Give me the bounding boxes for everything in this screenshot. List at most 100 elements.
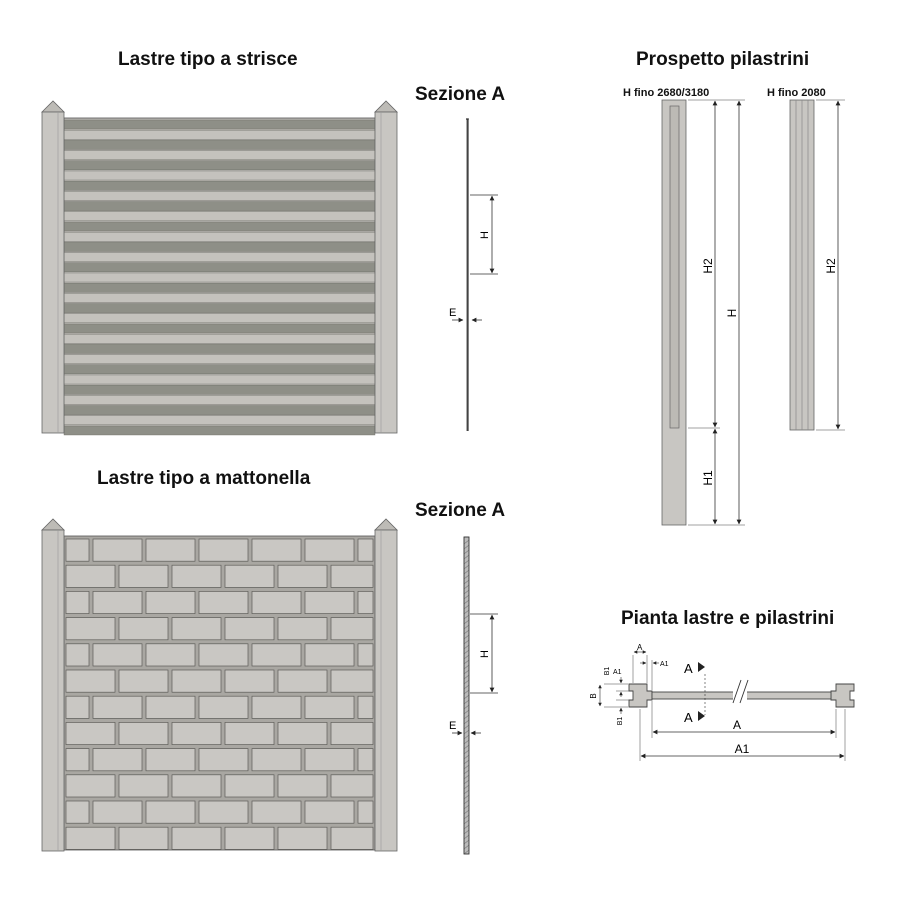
brick bbox=[145, 538, 196, 562]
hatch-line bbox=[463, 809, 470, 815]
dim-h1: H1 bbox=[701, 470, 715, 486]
hatch-line bbox=[463, 629, 470, 635]
brick bbox=[198, 800, 249, 824]
brick bbox=[145, 800, 196, 824]
hatch-line bbox=[463, 689, 470, 695]
plan-dim-b1-bottom: B1 bbox=[617, 717, 624, 726]
hatch-line bbox=[463, 579, 470, 585]
stripe bbox=[63, 119, 376, 130]
hatch-line bbox=[463, 639, 470, 645]
stripe bbox=[63, 364, 376, 374]
stripe bbox=[63, 303, 376, 313]
stripe bbox=[63, 395, 376, 405]
brick bbox=[145, 591, 196, 614]
hatch-line bbox=[463, 699, 470, 705]
plan-dim-b1-top: B1 bbox=[604, 667, 611, 676]
section-hatch-bottom bbox=[463, 539, 470, 855]
post-elevation-tall: H2 H1 H bbox=[661, 99, 745, 526]
stripe bbox=[63, 374, 376, 385]
title-lastre-strisce: Lastre tipo a strisce bbox=[118, 49, 298, 70]
plan-dim-a-small: A bbox=[637, 643, 643, 652]
brick bbox=[251, 538, 302, 562]
brick bbox=[330, 617, 374, 641]
section-profile-bottom bbox=[463, 536, 470, 855]
hatch-line bbox=[463, 734, 470, 740]
hatch-line bbox=[463, 849, 470, 855]
brick bbox=[224, 774, 275, 798]
brick bbox=[92, 748, 143, 772]
hatch-line bbox=[463, 559, 470, 565]
stripe bbox=[63, 334, 376, 344]
brick bbox=[198, 591, 249, 614]
brick bbox=[330, 774, 374, 798]
hatch-line bbox=[463, 724, 470, 730]
hatch-line bbox=[463, 574, 470, 580]
hatch-line bbox=[463, 769, 470, 775]
hatch-line bbox=[463, 709, 470, 715]
stripe-group bbox=[63, 119, 376, 436]
hatch-line bbox=[463, 589, 470, 595]
hatch-line bbox=[463, 834, 470, 840]
brick bbox=[304, 695, 355, 719]
section-a-top: H E bbox=[449, 118, 498, 431]
brick bbox=[171, 617, 222, 641]
hatch-line bbox=[463, 819, 470, 825]
brick bbox=[224, 722, 275, 745]
brick bbox=[65, 643, 90, 667]
hatch-line bbox=[463, 544, 470, 550]
hatch-line bbox=[463, 604, 470, 610]
brick bbox=[145, 643, 196, 667]
stripe bbox=[63, 191, 376, 201]
hatch-line bbox=[463, 804, 470, 810]
plan-view: A A A A1 B B1 A1 B1 A A1 bbox=[589, 643, 855, 761]
stripe bbox=[63, 425, 376, 436]
stripe bbox=[63, 221, 376, 232]
brick bbox=[251, 695, 302, 719]
brick bbox=[65, 722, 116, 745]
brick bbox=[277, 617, 328, 641]
brick bbox=[198, 538, 249, 562]
brick bbox=[118, 826, 169, 850]
brick bbox=[65, 617, 116, 641]
brick bbox=[277, 774, 328, 798]
stripe bbox=[63, 354, 376, 364]
dim-h2-tall: H2 bbox=[701, 258, 715, 274]
plan-dim-a: A bbox=[733, 718, 741, 732]
plan-section-mark-bottom: A bbox=[684, 710, 693, 725]
brick bbox=[65, 695, 90, 719]
brick-group bbox=[65, 538, 374, 850]
brick bbox=[277, 669, 328, 693]
brick bbox=[357, 695, 374, 719]
stripe bbox=[63, 415, 376, 425]
stripe bbox=[63, 344, 376, 354]
brick bbox=[65, 826, 116, 850]
stripe bbox=[63, 201, 376, 211]
post-elevation-short: H2 bbox=[789, 99, 845, 431]
stripe bbox=[63, 180, 376, 191]
brick bbox=[65, 800, 90, 824]
hatch-line bbox=[463, 729, 470, 735]
hatch-line bbox=[463, 739, 470, 745]
hatch-line bbox=[463, 674, 470, 680]
hatch-line bbox=[463, 844, 470, 850]
brick bbox=[277, 826, 328, 850]
brick bbox=[224, 669, 275, 693]
brick bbox=[118, 617, 169, 641]
stripe bbox=[63, 293, 376, 303]
brick bbox=[92, 695, 143, 719]
hatch-line bbox=[463, 599, 470, 605]
brick bbox=[92, 591, 143, 614]
brick bbox=[171, 826, 222, 850]
brick bbox=[65, 748, 90, 772]
hatch-line bbox=[463, 829, 470, 835]
dim-h: H bbox=[725, 309, 739, 318]
title-sezione-bottom: Sezione A bbox=[415, 500, 506, 521]
hatch-line bbox=[463, 744, 470, 750]
brick bbox=[118, 722, 169, 745]
brick bbox=[251, 643, 302, 667]
stripe bbox=[63, 272, 376, 283]
hatch-line bbox=[463, 669, 470, 675]
brick bbox=[304, 643, 355, 667]
brick bbox=[145, 748, 196, 772]
brick bbox=[198, 643, 249, 667]
